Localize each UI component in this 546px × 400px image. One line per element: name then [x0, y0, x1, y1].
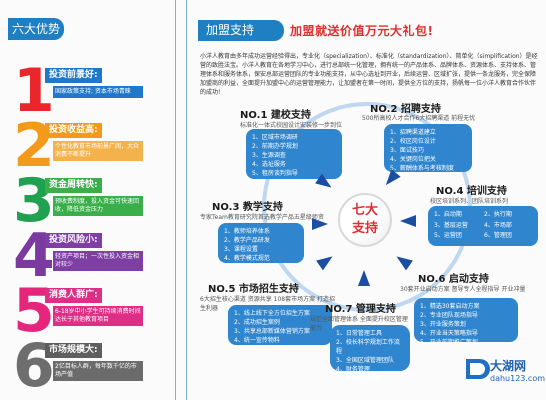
support-sub-4: 校区培训系列、团队培训系列: [430, 198, 509, 205]
support-sub-3: 专家Team教育研究院首选教学产品五星级师资: [200, 214, 324, 221]
advantage-desc: 预收费制度，投入资金可快速回收，降低资金压力: [53, 196, 143, 216]
list-item: 3、全国区域管理团队: [336, 357, 394, 364]
support-list-7: 1、日常管理工具 2、校长科学规划工作流程 3、全国区域管理团队 4、财务管理 …: [330, 325, 410, 382]
list-item: 4、关键岗位把关: [390, 156, 436, 163]
advantage-desc: 个性化教育市场前景广阔，大众消费不断提升: [53, 141, 143, 161]
list-item: 2、专业团队现场指导: [420, 312, 478, 319]
advantage-title: 市场规模大:: [45, 343, 102, 358]
list-item: 3、基层运营: [434, 221, 468, 229]
list-item: 1、区域市场调研: [252, 134, 298, 141]
support-title-5: NO.5 市场招生支持: [208, 284, 299, 295]
site-logo: 大湖网 dahu123.com: [464, 355, 545, 388]
intro-paragraph: 小洋人教育由多年成功运营经验得出，专业化（specialization）、标准化…: [200, 53, 538, 96]
support-sub-1: 标准化一体式校园设计安装修一步到位: [240, 122, 343, 129]
right-heading: 加盟支持: [198, 20, 284, 41]
support-sub-2: 500所高校人才合作6大招聘渠道 前程无忧: [362, 115, 476, 122]
left-heading: 六大优势: [8, 18, 64, 40]
list-item: 1、精选30套启动方案: [420, 303, 480, 310]
advantage-title: 消费人群广:: [45, 288, 102, 303]
advantage-card-3: 3 资金周转快: 预收费制度，投入资金可快速回收，降低资金压力: [13, 171, 143, 231]
advantage-desc: 6-18岁中小学生可持续消费时间达长于其他教育项目: [53, 306, 143, 326]
support-sub-7: 规范全面管理体系 全面提升校区管理能力: [310, 316, 408, 332]
advantage-desc: 2亿目标人群，每年数千亿的市场产值: [53, 361, 143, 381]
list-item: 4、财务管理: [336, 366, 370, 373]
support-sub-5: 6大招生核心渠道 资源共享 108套市场方案 打造招生利器: [200, 296, 335, 312]
list-item: 1、日常管理工具: [336, 330, 382, 337]
advantage-card-2: 2 投资收益高: 个性化教育市场前景广阔，大众消费不断提升: [13, 116, 143, 176]
list-item: 4、开业当天策略指导: [420, 330, 478, 337]
list-item: 3、生源调查: [252, 152, 286, 159]
list-item: 1、启动期: [434, 211, 462, 218]
list-item: 4、选址服务: [252, 161, 286, 168]
list-item: 3、面试技巧: [390, 147, 424, 154]
list-item: 4、统一宣传物料: [234, 337, 280, 344]
support-list-4: 1、启动期 2、执行期 3、基层运营 4、市场部 5、运营团 6、管理团: [428, 206, 538, 246]
center-seal-line: 七大: [351, 203, 378, 218]
support-list-1: 1、区域市场调研 2、前期办学规划 3、生源调查 4、选址服务 5、租房谈判指导: [246, 129, 342, 179]
list-item: 3、开业服务策划: [420, 321, 466, 328]
list-item: 5、运营团: [434, 232, 462, 240]
advantage-title: 投资收益高:: [45, 123, 102, 138]
list-item: 3、课程设置: [224, 246, 258, 253]
support-title-4: NO.4 培训支持: [436, 186, 507, 197]
support-title-6: NO.6 启动支持: [418, 274, 489, 285]
advantage-desc: 轻资产项目；一次性投入资金相对较少: [53, 251, 143, 271]
list-item: 5、开业前期推广策划: [420, 339, 478, 346]
center-seal-line: 支持: [351, 221, 378, 236]
list-item: 3、共享总部新媒体营销方案: [234, 328, 310, 335]
support-title-1: NO.1 建校支持: [240, 110, 311, 121]
guide-line: [175, 0, 176, 400]
list-item: 2、校长科学规划工作流程: [336, 339, 400, 355]
list-item: 1、线上线下全方位招生方案: [234, 310, 310, 317]
support-list-6: 1、精选30套启动方案 2、专业团队现场指导 3、开业服务策划 4、开业当天策略…: [414, 298, 518, 346]
support-list-3: 1、教师培养体系 2、教学产品研发 3、课程设置 4、教学模式规范: [218, 223, 304, 263]
advantage-card-1: 1 投资前景好: 国家政策支持; 资本市场青睐: [13, 61, 143, 121]
list-item: 2、前期办学规划: [252, 143, 298, 150]
advantage-card-6: 6 市场规模大: 2亿目标人群，每年数千亿的市场产值: [13, 336, 143, 396]
slogan: 加盟就送价值万元大礼包!: [290, 24, 434, 38]
support-list-5: 1、线上线下全方位招生方案 2、成功招生案例 3、共享总部新媒体营销方案 4、统…: [228, 305, 332, 345]
advantage-title: 投资前景好:: [45, 68, 102, 83]
list-item: 2、校区岗位设计: [390, 138, 436, 145]
advantage-title: 投资风险小:: [45, 233, 102, 248]
advantage-card-5: 5 消费人群广: 6-18岁中小学生可持续消费时间达长于其他教育项目: [13, 281, 143, 341]
center-seal: 七大 支持: [338, 193, 392, 247]
list-item: 5、教学管理系统: [336, 375, 382, 382]
list-item: 4、市场部: [484, 221, 512, 229]
support-title-3: NO.3 教学支持: [212, 202, 283, 213]
list-item: 1、招聘渠道建立: [390, 129, 436, 136]
logo-domain: dahu123.com: [490, 374, 546, 383]
logo-mark-icon: [466, 359, 490, 379]
list-item: 2、执行期: [484, 211, 512, 218]
guide-line: [186, 0, 187, 400]
list-item: 6、管理团: [484, 232, 512, 240]
list-item: 2、教学产品研发: [224, 237, 270, 244]
support-title-2: NO.2 招聘支持: [370, 104, 441, 115]
advantage-title: 资金周转快:: [45, 178, 102, 193]
list-item: 2、成功招生案例: [234, 319, 280, 326]
advantage-desc: 国家政策支持; 资本市场青睐: [53, 86, 143, 98]
list-item: 4、教学模式规范: [224, 255, 270, 262]
list-item: 5、薪酬体系与考核制度: [390, 165, 454, 172]
list-item: 5、租房谈判指导: [252, 170, 298, 177]
support-sub-6: 30套开业启动方案 督导专人全程指导 开业冲量: [400, 286, 526, 293]
advantage-card-4: 4 投资风险小: 轻资产项目；一次性投入资金相对较少: [13, 226, 143, 286]
support-list-2: 1、招聘渠道建立 2、校区岗位设计 3、面试技巧 4、关键岗位把关 5、薪酬体系…: [384, 124, 472, 172]
list-item: 1、教师培养体系: [224, 228, 270, 235]
logo-text: 大湖网: [490, 359, 527, 373]
support-title-7: NO.7 管理支持: [325, 304, 396, 315]
